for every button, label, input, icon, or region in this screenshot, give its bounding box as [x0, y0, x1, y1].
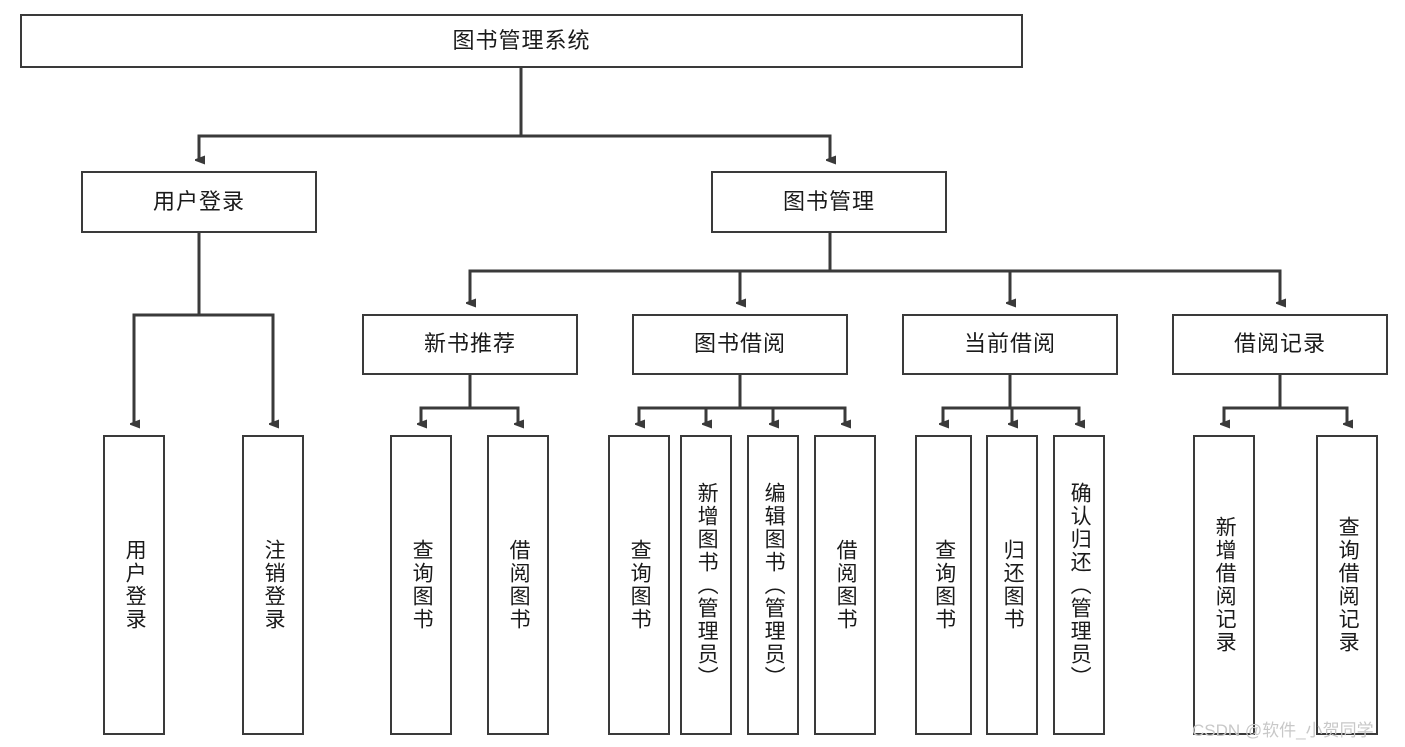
node-root[interactable]: 图书管理系统 [20, 14, 1023, 68]
node-label: 新增图书（管理员） [695, 481, 719, 689]
node-label: 借阅图书 [834, 539, 858, 631]
node-label: 图书管理系统 [452, 27, 591, 53]
node-label: 当前借阅 [963, 331, 1056, 357]
node-label: 注销登录 [262, 539, 286, 631]
csdn-watermark: CSDN @软件_小贺同学 [1192, 721, 1374, 740]
leaf-borrow-book-1[interactable]: 借阅图书 [487, 435, 549, 735]
leaf-query-book-2[interactable]: 查询图书 [608, 435, 670, 735]
node-label: 编辑图书（管理员） [762, 481, 786, 689]
node-current-borrow[interactable]: 当前借阅 [902, 314, 1118, 375]
node-label: 确认归还（管理员） [1068, 481, 1092, 689]
leaf-user-logout[interactable]: 注销登录 [242, 435, 304, 735]
node-label: 用户登录 [123, 539, 147, 631]
leaf-user-login[interactable]: 用户登录 [103, 435, 165, 735]
leaf-add-book[interactable]: 新增图书（管理员） [680, 435, 732, 735]
node-label: 图书借阅 [693, 331, 786, 357]
leaf-confirm-return[interactable]: 确认归还（管理员） [1053, 435, 1105, 735]
node-label: 查询图书 [410, 539, 434, 631]
node-borrow-record[interactable]: 借阅记录 [1172, 314, 1388, 375]
leaf-borrow-book-2[interactable]: 借阅图书 [814, 435, 876, 735]
node-book-borrow[interactable]: 图书借阅 [632, 314, 848, 375]
node-label: 归还图书 [1001, 539, 1025, 631]
leaf-add-borrow-record[interactable]: 新增借阅记录 [1193, 435, 1255, 735]
node-label: 查询图书 [628, 539, 652, 631]
node-label: 查询借阅记录 [1336, 516, 1360, 654]
leaf-return-book[interactable]: 归还图书 [986, 435, 1038, 735]
node-label: 用户登录 [152, 188, 245, 214]
node-label: 查询图书 [932, 539, 956, 631]
node-new-book-recommend[interactable]: 新书推荐 [362, 314, 578, 375]
node-label: 图书管理 [782, 188, 875, 214]
leaf-query-book-1[interactable]: 查询图书 [390, 435, 452, 735]
node-label: 借阅图书 [507, 539, 531, 631]
node-user-login[interactable]: 用户登录 [81, 171, 317, 233]
leaf-edit-book[interactable]: 编辑图书（管理员） [747, 435, 799, 735]
node-label: 借阅记录 [1233, 331, 1326, 357]
node-label: 新书推荐 [423, 331, 516, 357]
leaf-query-book-3[interactable]: 查询图书 [915, 435, 972, 735]
node-label: 新增借阅记录 [1213, 516, 1237, 654]
node-book-manage[interactable]: 图书管理 [711, 171, 947, 233]
leaf-query-borrow-record[interactable]: 查询借阅记录 [1316, 435, 1378, 735]
